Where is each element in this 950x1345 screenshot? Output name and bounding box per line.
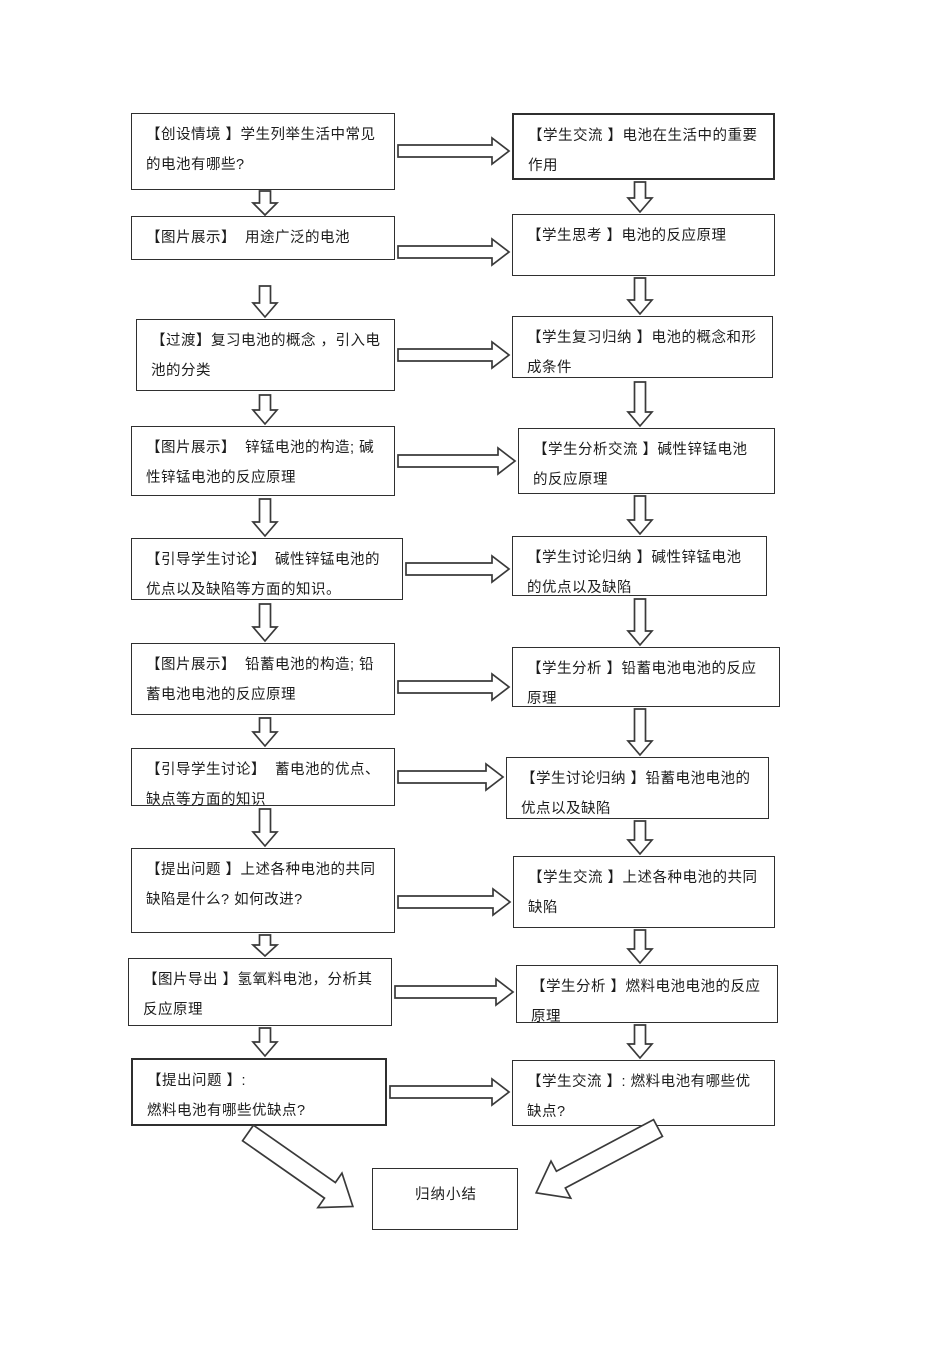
flow-box-student-7: 【学生讨论归纳 】铅蓄电池电池的优点以及缺陷 — [506, 757, 769, 819]
flow-box-teacher-6: 【图片展示】 铅蓄电池的构造; 铅蓄电池电池的反应原理 — [131, 643, 395, 715]
flow-box-teacher-1: 【创设情境 】学生列举生活中常见的电池有哪些? — [131, 113, 395, 190]
right-arrow-icon — [397, 887, 512, 917]
right-arrow-icon — [397, 340, 511, 370]
down-arrow-icon — [626, 495, 654, 536]
down-arrow-icon — [626, 820, 654, 856]
right-arrow-icon — [405, 554, 511, 584]
down-arrow-icon — [626, 181, 654, 214]
right-arrow-icon — [397, 136, 511, 166]
flow-box-student-4: 【学生分析交流 】碱性锌锰电池的反应原理 — [518, 428, 775, 494]
down-arrow-icon — [626, 929, 654, 965]
flow-box-summary: 归纳小结 — [372, 1168, 518, 1230]
flow-box-student-6: 【学生分析 】铅蓄电池电池的反应原理 — [512, 647, 780, 707]
down-arrow-icon — [251, 603, 279, 643]
down-arrow-icon — [250, 934, 280, 958]
diagonal-arrow-left-icon — [241, 1124, 355, 1209]
down-arrow-icon — [626, 277, 654, 316]
down-arrow-icon — [250, 190, 280, 217]
flow-box-student-8: 【学生交流 】上述各种电池的共同缺陷 — [513, 856, 775, 928]
flow-box-teacher-5: 【引导学生讨论】 碱性锌锰电池的优点以及缺陷等方面的知识。 — [131, 538, 403, 600]
flow-box-teacher-2: 【图片展示】 用途广泛的电池 — [131, 216, 395, 260]
down-arrow-icon — [251, 394, 279, 426]
right-arrow-icon — [389, 1077, 511, 1107]
flow-box-teacher-4: 【图片展示】 锌锰电池的构造; 碱性锌锰电池的反应原理 — [131, 426, 395, 496]
down-arrow-icon — [251, 1027, 279, 1058]
down-arrow-icon — [251, 285, 279, 319]
down-arrow-icon — [251, 498, 279, 538]
flow-box-teacher-7: 【引导学生讨论】 蓄电池的优点、缺点等方面的知识 — [131, 748, 395, 808]
flow-box-student-5: 【学生讨论归纳 】碱性锌锰电池的优点以及缺陷 — [512, 536, 767, 596]
flow-box-teacher-8: 【提出问题 】上述各种电池的共同缺陷是什么? 如何改进? — [131, 848, 395, 933]
right-arrow-icon — [397, 672, 511, 702]
down-arrow-icon — [251, 808, 279, 848]
right-arrow-icon — [397, 762, 505, 792]
diagonal-arrow-right-icon — [534, 1118, 664, 1200]
flow-box-teacher-9: 【图片导出 】氢氧料电池，分析其反应原理 — [128, 958, 392, 1026]
down-arrow-icon — [626, 708, 654, 757]
flow-box-teacher-3: 【过渡】复习电池的概念 ，引入电池的分类 — [136, 319, 395, 391]
flow-box-student-10: 【学生交流 】: 燃料电池有哪些优缺点? — [512, 1060, 775, 1126]
flow-box-student-1: 【学生交流 】电池在生活中的重要作用 — [512, 113, 775, 180]
right-arrow-icon — [394, 977, 515, 1007]
right-arrow-icon — [397, 237, 511, 267]
down-arrow-icon — [251, 717, 279, 748]
flow-box-student-9: 【学生分析 】燃料电池电池的反应原理 — [516, 965, 778, 1025]
right-arrow-icon — [397, 446, 517, 476]
flow-box-teacher-10: 【提出问题 】: 燃料电池有哪些优缺点? — [131, 1058, 387, 1126]
down-arrow-icon — [626, 598, 654, 647]
flow-box-student-2: 【学生思考 】电池的反应原理 — [512, 214, 775, 276]
down-arrow-icon — [626, 381, 654, 428]
down-arrow-icon — [626, 1024, 654, 1060]
flow-box-student-3: 【学生复习归纳 】电池的概念和形成条件 — [512, 316, 773, 378]
